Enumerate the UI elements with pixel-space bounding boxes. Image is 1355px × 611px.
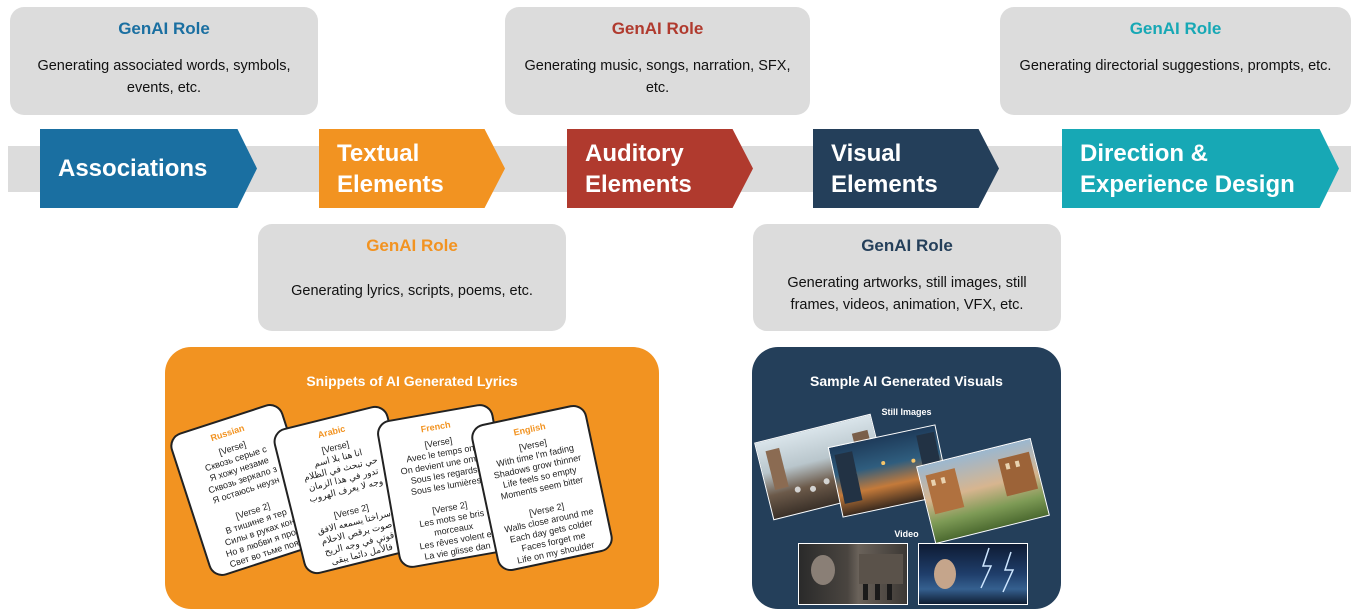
role-box-auditory: GenAI Role Generating music, songs, narr… [505, 7, 810, 115]
stage-associations: Associations [40, 129, 257, 208]
stage-auditory: Auditory Elements [567, 129, 753, 208]
role-title: GenAI Role [366, 236, 458, 255]
storm-figure [934, 547, 1015, 593]
card-lyrics: [Verse] With time I'm fading Shadows gro… [492, 437, 596, 566]
stage-direction: Direction & Experience Design [1062, 129, 1339, 208]
horror-figures [811, 554, 903, 600]
visuals-panel: Sample AI Generated Visuals Still Images… [752, 347, 1061, 609]
still-images-label: Still Images [881, 407, 932, 417]
role-title: GenAI Role [1129, 19, 1222, 38]
stage-label: Direction & Experience Design [1080, 139, 1295, 198]
video-label: Video [894, 529, 919, 539]
role-box-visual: GenAI Role Generating artworks, still im… [753, 224, 1061, 331]
role-box-textual: GenAI Role Generating lyrics, scripts, p… [258, 224, 566, 331]
stage-label: Auditory Elements [585, 139, 692, 198]
lyrics-panel: Snippets of AI Generated Lyrics Russian … [165, 347, 659, 609]
role-description: Generating lyrics, scripts, poems, etc. [291, 283, 533, 299]
role-description: Generating artworks, still images, still… [787, 275, 1027, 313]
role-title: GenAI Role [611, 19, 704, 38]
stage-textual: Textual Elements [319, 129, 505, 208]
visuals-panel-title: Sample AI Generated Visuals [810, 373, 1003, 389]
role-description: Generating music, songs, narration, SFX,… [524, 58, 791, 96]
role-box-direction: GenAI Role Generating directorial sugges… [1000, 7, 1351, 115]
video-thumbnail-storm [918, 543, 1028, 605]
still-image-plaza [916, 437, 1050, 545]
role-title: GenAI Role [118, 19, 210, 38]
stage-label: Textual Elements [337, 139, 444, 198]
stage-label: Visual Elements [831, 139, 938, 198]
lyrics-panel-title: Snippets of AI Generated Lyrics [306, 373, 518, 389]
video-thumbnail-horror [798, 543, 908, 605]
plaza-buildings [925, 451, 1039, 515]
role-title: GenAI Role [861, 236, 953, 255]
role-box-associations: GenAI Role Generating associated words, … [10, 7, 318, 115]
role-description: Generating directorial suggestions, prom… [1019, 58, 1332, 74]
role-description: Generating associated words, symbols, ev… [37, 58, 291, 96]
stage-visual: Visual Elements [813, 129, 999, 208]
stage-label: Associations [58, 155, 208, 182]
